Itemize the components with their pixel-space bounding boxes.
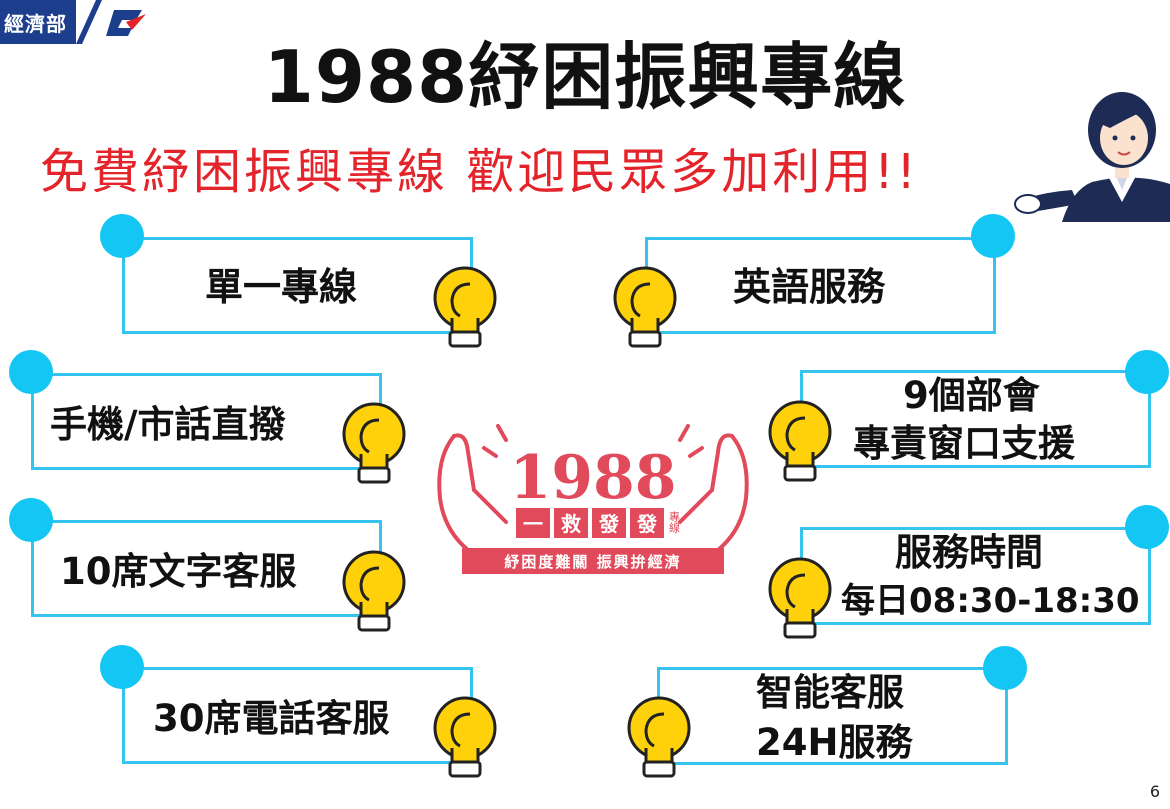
decor-dot [1125,350,1169,394]
feature-english-text: 英語服務 [733,265,886,309]
lightbulb-icon [342,402,406,484]
decor-dot [100,645,144,689]
feature-hours-line1: 服務時間 [895,531,1043,574]
logo-mark-icon [76,0,146,44]
lightbulb-icon [768,400,832,482]
lightbulb-icon [627,696,691,778]
feature-text-service-text: 10席文字客服 [60,550,297,593]
feature-ai-line2: 24H服務 [756,721,913,764]
logo-side-text: 專線 [668,511,681,533]
decor-dot [983,646,1027,690]
logo-char: 發 [636,512,657,536]
decor-dot [971,214,1015,258]
feature-hours: 服務時間 每日08:30-18:30 [800,527,1151,625]
page-title: 1988紓困振興專線 [263,35,907,119]
feature-single-line-text: 單一專線 [205,265,358,309]
lightbulb-icon [342,550,406,632]
feature-phone-service: 30席電話客服 [122,667,473,764]
feature-english: 英語服務 [645,237,996,334]
logo-char: 發 [598,512,619,536]
decor-dot [1125,505,1169,549]
logo-char: 一 [523,512,543,536]
feature-direct-dial-text: 手機/市話直撥 [50,403,286,446]
logo-box: 經濟部 [0,0,76,44]
decor-dot [100,214,144,258]
hotline-1988-logo: 1988 一 救 發 發 專線 紓困度難關 振興拚經濟 [437,424,749,574]
decor-dot [9,350,53,394]
lightbulb-icon [433,266,497,348]
feature-ai-line1: 智能客服 [756,671,904,714]
logo-char: 救 [561,512,581,536]
feature-single-line: 單一專線 [122,237,473,334]
feature-ministries-line2: 專責窗口支援 [853,422,1075,465]
page-number: 6 [1149,782,1160,801]
logo-text: 經濟部 [4,12,67,36]
lightbulb-icon [768,557,832,639]
feature-ministries: 9個部會 專責窗口支援 [800,370,1151,468]
feature-hours-line2: 每日08:30-18:30 [841,581,1140,621]
decor-dot [9,498,53,542]
logo-slogan: 紓困度難關 振興拚經濟 [504,553,681,571]
service-agent-illustration [1014,92,1170,222]
feature-text-service: 10席文字客服 [31,520,382,617]
lightbulb-icon [433,696,497,778]
feature-phone-service-text: 30席電話客服 [153,697,390,740]
feature-ai-service: 智能客服 24H服務 [657,667,1008,765]
feature-ministries-line1: 9個部會 [903,374,1040,417]
lightbulb-icon [613,266,677,348]
ministry-logo: 經濟部 [0,0,150,44]
page-subtitle: 免費紓困振興專線 歡迎民眾多加利用!! [40,144,919,200]
logo-number: 1988 [510,443,677,513]
feature-direct-dial: 手機/市話直撥 [31,373,382,470]
